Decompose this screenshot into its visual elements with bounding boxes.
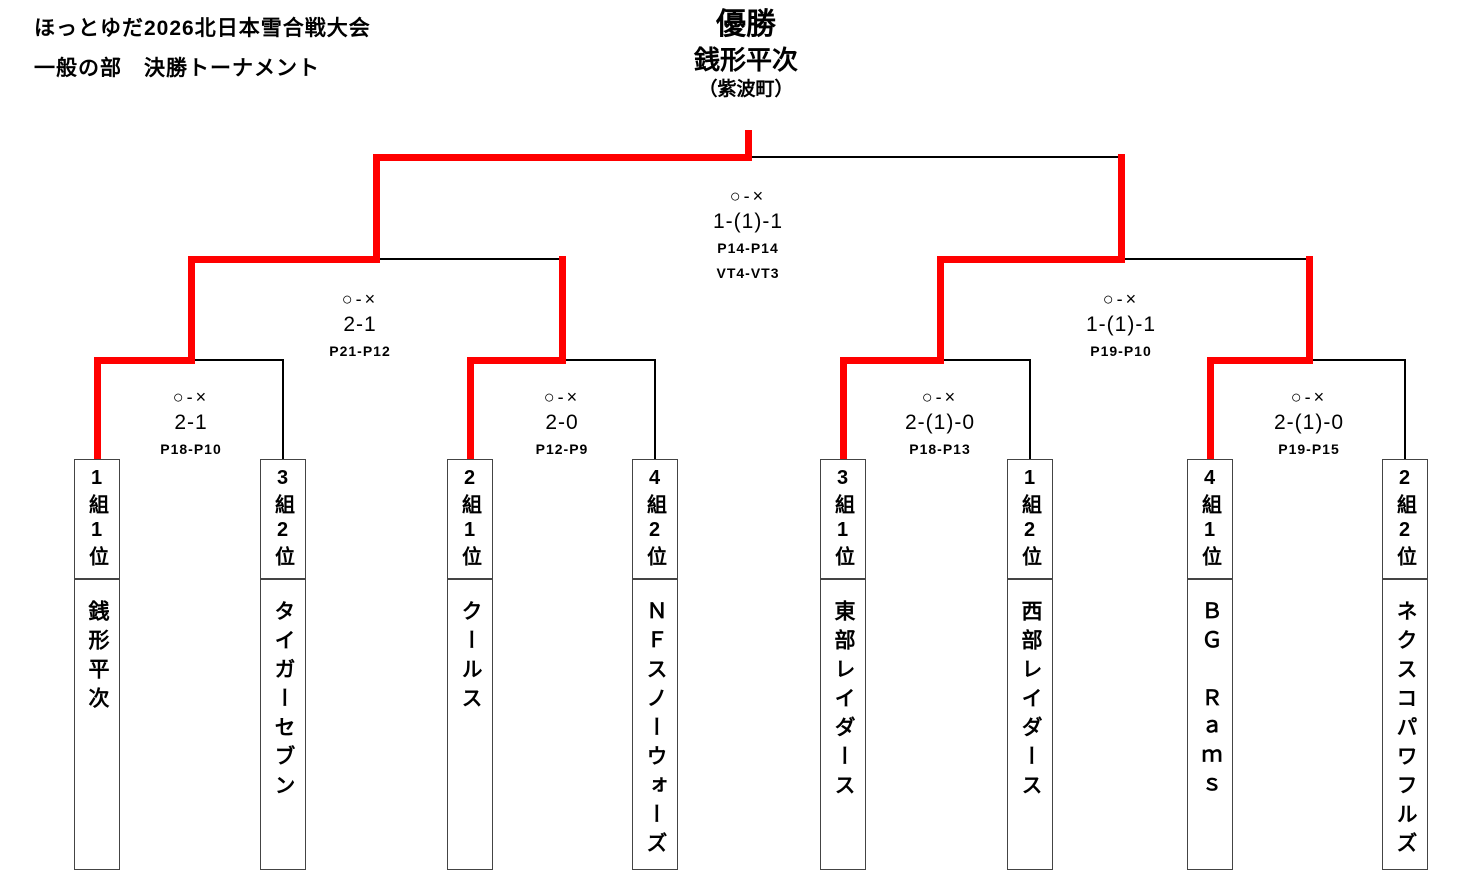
match-score-quarterfinal-2: ○-× 2-0 P12-P9 xyxy=(536,384,589,462)
match-result: ○-× xyxy=(921,387,959,407)
team-name-box: 東部レイダース xyxy=(820,579,866,870)
match-score: 2-(1)-0 xyxy=(904,411,976,434)
match-result: ○-× xyxy=(1102,289,1140,309)
team-seed: 3組1位 xyxy=(831,467,854,571)
team-name-box: クールス xyxy=(447,579,493,870)
bracket-line xyxy=(1029,359,1031,461)
bracket-line xyxy=(1117,153,1125,263)
team-seed-box: 1組1位 xyxy=(74,459,120,579)
team-name: クールス xyxy=(459,600,482,716)
team-seed: 2組2位 xyxy=(1393,467,1416,571)
team-name-box: 銭形平次 xyxy=(74,579,120,870)
match-score: 1-(1)-1 xyxy=(712,210,784,233)
bracket-line xyxy=(466,356,474,464)
match-score-quarterfinal-4: ○-× 2-(1)-0 P19-P15 xyxy=(1274,384,1344,462)
team-name: 西部レイダース xyxy=(1019,600,1042,803)
team-seed-box: 2組2位 xyxy=(1382,459,1428,579)
team-name: タイガーセブン xyxy=(272,600,295,803)
champion-name: 銭形平次 xyxy=(693,45,798,75)
bracket-line xyxy=(93,356,195,364)
bracket-line xyxy=(558,255,566,364)
bracket-line xyxy=(282,359,284,461)
match-extra: VT4-VT3 xyxy=(716,265,780,281)
bracket-line xyxy=(1305,255,1313,364)
bracket-line xyxy=(1120,258,1308,260)
team-seed-box: 3組1位 xyxy=(820,459,866,579)
team-name-box: ＮＦスノーウォーズ xyxy=(632,579,678,870)
bracket-line xyxy=(1206,356,1214,464)
bracket-line xyxy=(372,153,380,263)
team-seed: 4組2位 xyxy=(643,467,666,571)
bracket-line xyxy=(839,356,847,464)
match-score-semifinal-right: ○-× 1-(1)-1 P19-P10 xyxy=(1086,286,1156,364)
bracket-line xyxy=(1404,359,1406,461)
bracket-line xyxy=(187,255,380,263)
division-title: 一般の部 決勝トーナメント xyxy=(34,57,320,80)
match-result: ○-× xyxy=(1290,387,1328,407)
match-score: 2-1 xyxy=(343,313,377,336)
match-result: ○-× xyxy=(341,289,379,309)
team-seed-box: 2組1位 xyxy=(447,459,493,579)
match-points: P18-P13 xyxy=(909,441,971,457)
bracket-line xyxy=(744,129,752,161)
match-points: P14-P14 xyxy=(717,240,779,256)
bracket-line xyxy=(1206,356,1313,364)
match-points: P19-P15 xyxy=(1278,441,1340,457)
bracket-line xyxy=(187,255,195,364)
team-seed: 3組2位 xyxy=(271,467,294,571)
team-name-box: ネクスコパワフルズ xyxy=(1382,579,1428,870)
match-score: 2-0 xyxy=(545,411,579,434)
team-name: ＮＦスノーウォーズ xyxy=(644,600,667,861)
bracket-line xyxy=(936,255,944,364)
team-name: 東部レイダース xyxy=(832,600,855,803)
bracket-line xyxy=(561,359,656,361)
match-result: ○-× xyxy=(543,387,581,407)
bracket-line xyxy=(375,258,563,260)
match-result: ○-× xyxy=(172,387,210,407)
bracket-line xyxy=(1308,359,1406,361)
team-seed: 4組1位 xyxy=(1198,467,1221,571)
team-name-box: タイガーセブン xyxy=(260,579,306,870)
match-score-final: ○-× 1-(1)-1 P14-P14 VT4-VT3 xyxy=(713,183,783,286)
bracket-line xyxy=(939,359,1031,361)
match-score-quarterfinal-3: ○-× 2-(1)-0 P18-P13 xyxy=(905,384,975,462)
champion-location: （紫波町） xyxy=(698,79,794,100)
team-seed-box: 1組2位 xyxy=(1007,459,1053,579)
bracket-line xyxy=(372,153,752,161)
bracket-line xyxy=(466,356,566,364)
team-name-box: ＢＧ Ｒａｍｓ xyxy=(1187,579,1233,870)
match-points: P12-P9 xyxy=(535,441,589,457)
team-name-box: 西部レイダース xyxy=(1007,579,1053,870)
match-score: 2-1 xyxy=(174,411,208,434)
bracket-line xyxy=(654,359,656,461)
team-seed: 1組2位 xyxy=(1018,467,1041,571)
bracket-line xyxy=(747,156,1122,158)
bracket-line xyxy=(936,255,1125,263)
team-seed: 2組1位 xyxy=(458,467,481,571)
match-score: 2-(1)-0 xyxy=(1273,411,1345,434)
match-score-semifinal-left: ○-× 2-1 P21-P12 xyxy=(329,286,390,364)
team-seed-box: 4組2位 xyxy=(632,459,678,579)
bracket-line xyxy=(93,356,101,464)
match-score: 1-(1)-1 xyxy=(1085,313,1157,336)
team-seed-box: 4組1位 xyxy=(1187,459,1233,579)
bracket-line xyxy=(190,359,284,361)
champion-label: 優勝 xyxy=(716,8,776,41)
match-points: P21-P12 xyxy=(329,343,391,359)
team-name: 銭形平次 xyxy=(86,600,109,716)
team-seed-box: 3組2位 xyxy=(260,459,306,579)
match-score-quarterfinal-1: ○-× 2-1 P18-P10 xyxy=(160,384,221,462)
tournament-title: ほっとゆだ2026北日本雪合戦大会 xyxy=(34,17,371,40)
match-points: P18-P10 xyxy=(160,441,222,457)
bracket-line xyxy=(839,356,944,364)
team-name: ＢＧ Ｒａｍｓ xyxy=(1199,600,1222,803)
match-result: ○-× xyxy=(729,186,767,206)
team-name: ネクスコパワフルズ xyxy=(1394,600,1417,861)
champion-block: 優勝 銭形平次 （紫波町） xyxy=(596,6,896,103)
team-seed: 1組1位 xyxy=(85,467,108,571)
match-points: P19-P10 xyxy=(1090,343,1152,359)
